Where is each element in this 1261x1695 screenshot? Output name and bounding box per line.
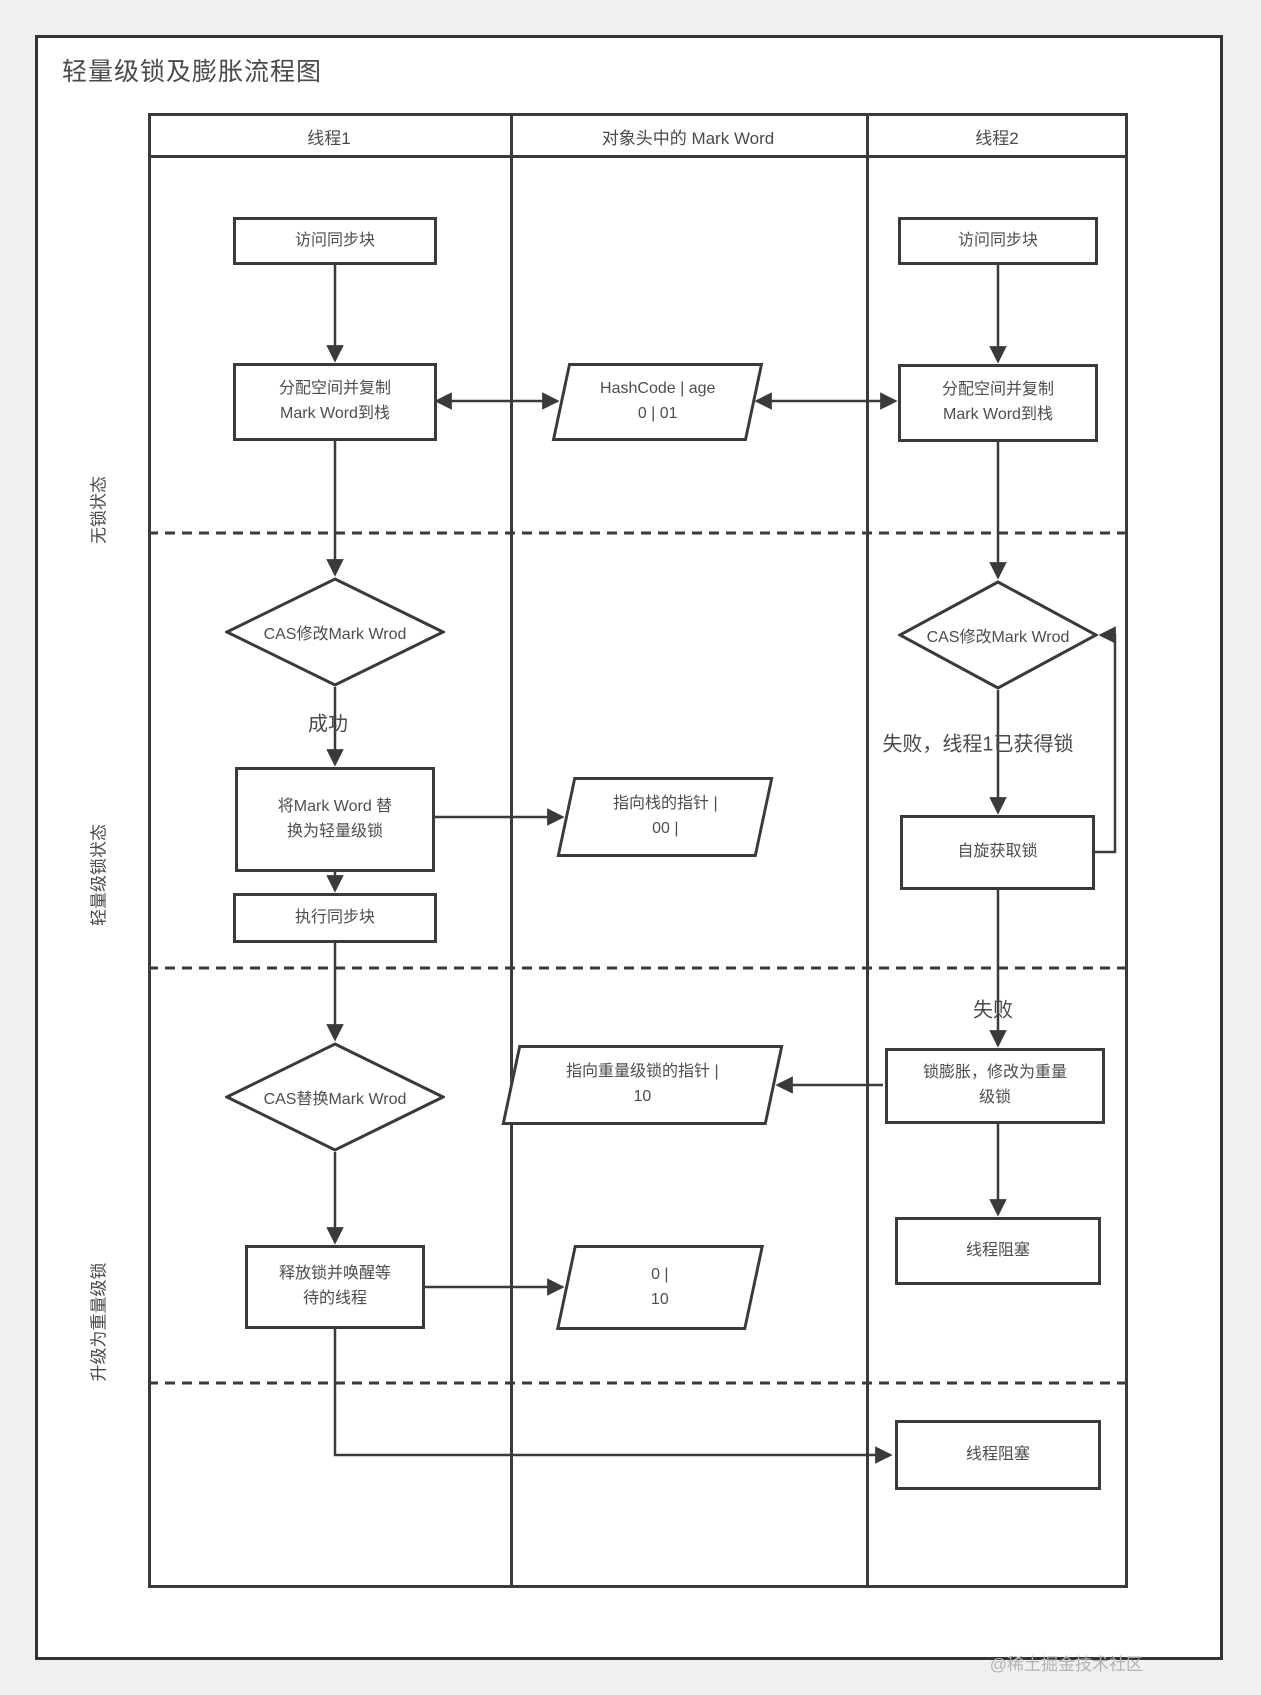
node-markword-released: 0 | 10 [555,1245,765,1330]
edge-label-fail: 失败 [973,999,1013,1022]
node-t1-cas-modify-decision: CAS修改Mark Wrod [225,577,445,687]
node-t2-access-sync: 访问同步块 [898,217,1098,265]
diamond-shape [225,577,445,687]
node-markword-stack-pointer: 指向栈的指针 | 00 | [556,777,774,857]
lane-header-thread2: 线程2 [975,128,1019,148]
node-t2-spin-lock: 自旋获取锁 [900,815,1095,890]
node-t1-access-sync: 访问同步块 [233,217,437,265]
node-t1-release-wake: 释放锁并唤醒等 待的线程 [245,1245,425,1329]
node-t2-thread-block-upper: 线程阻塞 [895,1217,1101,1285]
lane-divider-1 [510,113,513,1588]
node-markword-heavy-pointer: 指向重量级锁的指针 | 10 [501,1045,784,1125]
lane-divider-2 [866,113,869,1588]
node-t1-replace-lightweight: 将Mark Word 替 换为轻量级锁 [235,767,435,872]
node-t2-cas-modify-decision: CAS修改Mark Wrod [898,580,1098,690]
node-t2-thread-block-lower: 线程阻塞 [895,1420,1101,1490]
node-t2-lock-inflate: 锁膨胀，修改为重量 级锁 [885,1048,1105,1124]
node-t2-alloc-copy: 分配空间并复制 Mark Word到栈 [898,364,1098,442]
header-separator-line [148,155,1128,158]
node-t1-alloc-copy: 分配空间并复制 Mark Word到栈 [233,363,437,441]
node-t1-exec-sync: 执行同步块 [233,893,437,943]
watermark: @稀土掘金技术社区 [989,1655,1143,1674]
lane-header-markword: 对象头中的 Mark Word [601,128,775,148]
diamond-shape [898,580,1098,690]
node-markword-hashcode: HashCode | age 0 | 01 [551,363,764,441]
page-title: 轻量级锁及膨胀流程图 [62,58,323,86]
edge-t2-spin-loopback [1095,626,1117,854]
edge-label-fail-owned: 失败，线程1已获得锁 [882,733,1074,756]
lane-header-thread1: 线程1 [307,128,351,148]
edge-t1-release-to-block [333,1329,893,1464]
diamond-shape [225,1042,445,1152]
node-t1-cas-replace-decision: CAS替换Mark Wrod [225,1042,445,1152]
swimlane-table-border [148,113,1128,1588]
edge-label-success: 成功 [308,713,348,736]
